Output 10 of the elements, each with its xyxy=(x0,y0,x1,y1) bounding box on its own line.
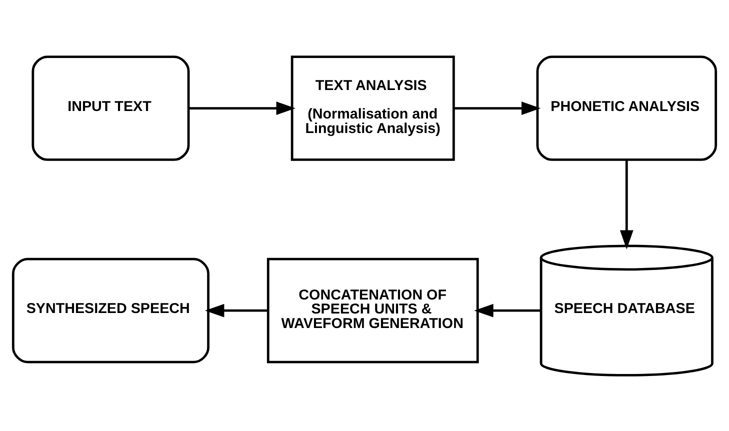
arrow xyxy=(188,101,296,114)
arrow xyxy=(620,159,634,249)
node-box: PHONETIC ANALYSIS xyxy=(536,55,718,160)
node-box: SYNTHESIZED SPEECH xyxy=(12,257,210,363)
arrow xyxy=(454,101,541,114)
arrow xyxy=(205,303,268,317)
node-box: CONCATENATION OF SPEECH UNITS & WAVEFORM GENERATION xyxy=(266,257,479,363)
node-box: INPUT TEXT xyxy=(32,55,190,160)
node-box: TEXT ANALYSIS (Normalisation and Linguistic Analysis) xyxy=(290,55,455,160)
arrow xyxy=(474,303,541,317)
